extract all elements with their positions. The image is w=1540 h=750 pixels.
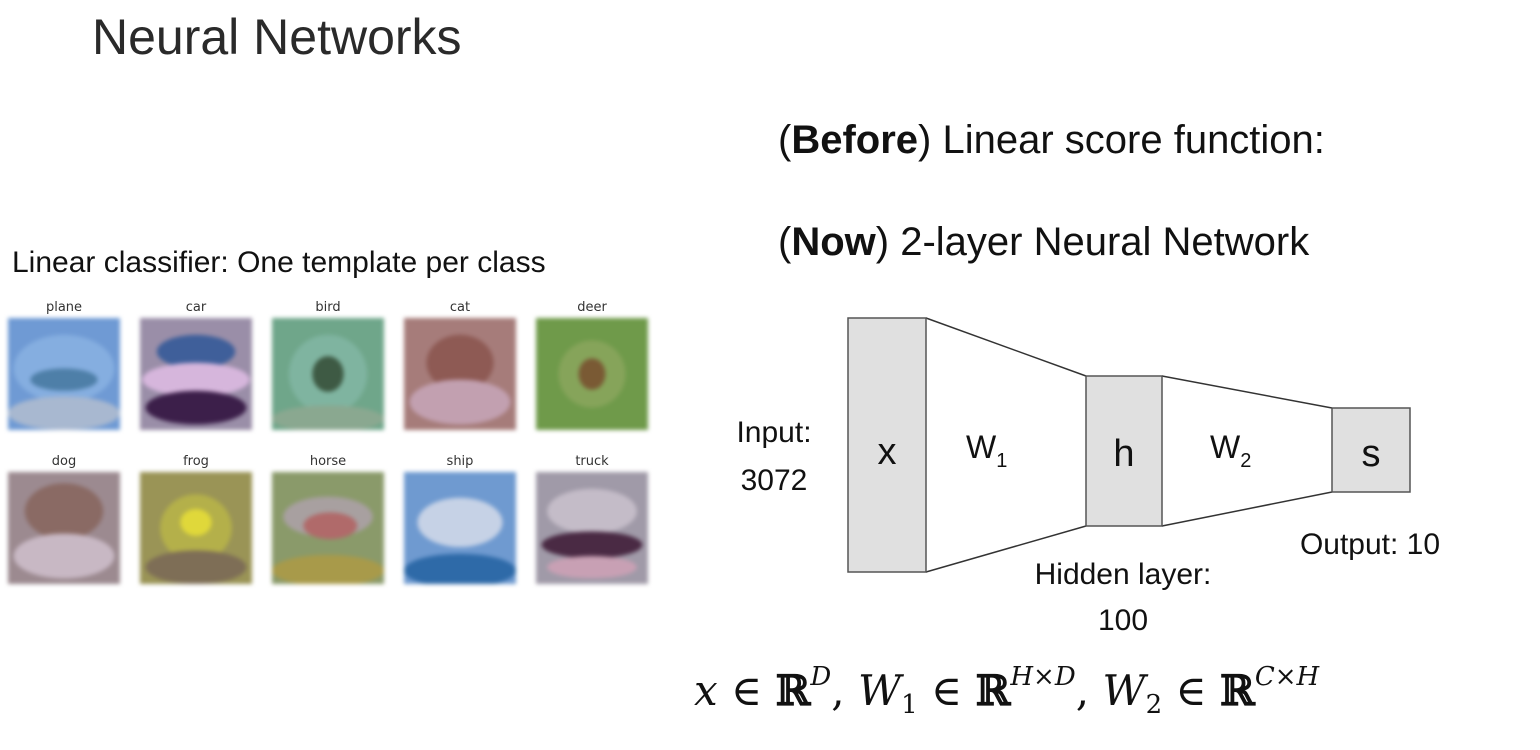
template-label: plane	[45, 300, 83, 315]
template-plane: plane	[8, 300, 120, 435]
input-label: Input:	[736, 416, 811, 449]
template-image	[8, 318, 120, 430]
formula-reals: ℝ	[775, 666, 811, 715]
two-layer-network-diagram: x h s W1 W2 Input: 3072 Hidden layer: 10…	[736, 317, 1440, 637]
output-label: Output: 10	[1300, 528, 1440, 561]
h-label: h	[1113, 433, 1134, 475]
formula-comma: ,	[831, 666, 858, 715]
template-ship: ship	[404, 454, 516, 589]
template-dog: dog	[8, 454, 120, 589]
w2-subscript: 2	[1240, 450, 1251, 472]
before-text: Linear score function:	[931, 118, 1325, 162]
template-frog: frog	[140, 454, 252, 589]
class-templates-grid: plane car bird cat	[8, 300, 656, 590]
formula-w1: W	[857, 666, 902, 715]
formula-in: ∈	[917, 666, 976, 715]
template-cat: cat	[404, 300, 516, 435]
dimension-formula: x ∈ ℝD, W1 ∈ ℝH×D, W2 ∈ ℝC×H	[694, 664, 1319, 718]
connector-line	[1161, 491, 1333, 527]
formula-reals: ℝ	[1219, 666, 1255, 715]
formula-comma: ,	[1075, 666, 1103, 715]
before-tag: Before	[791, 118, 919, 162]
x-label: x	[878, 431, 897, 473]
formula-in: ∈	[1162, 666, 1220, 715]
w1-subscript: 1	[996, 450, 1007, 472]
template-label: dog	[51, 454, 77, 469]
template-image	[140, 472, 252, 584]
template-label: horse	[309, 454, 347, 469]
formula-reals: ℝ	[975, 666, 1011, 715]
input-size: 3072	[741, 464, 808, 497]
w1-symbol: W	[966, 429, 997, 465]
template-label: deer	[577, 300, 607, 315]
connector-line	[1161, 375, 1333, 409]
template-image	[8, 472, 120, 584]
template-image	[272, 318, 384, 433]
template-label: bird	[315, 300, 341, 315]
template-deer: deer	[536, 300, 648, 435]
template-image	[404, 472, 516, 588]
connector-line	[925, 525, 1087, 573]
input-layer-box	[847, 317, 927, 573]
hidden-layer-size: 100	[1098, 604, 1148, 637]
formula-x: x	[694, 666, 718, 715]
template-image	[536, 318, 648, 430]
connector-line	[925, 317, 1087, 377]
template-truck: truck	[536, 454, 648, 589]
template-car: car	[140, 300, 252, 435]
formula-w2: W	[1102, 666, 1146, 715]
hidden-layer-box	[1085, 375, 1163, 527]
output-layer-box	[1331, 407, 1411, 493]
formula-dim-cxh: C×H	[1254, 662, 1320, 692]
w1-label: W1	[966, 429, 1007, 472]
now-tag: Now	[791, 220, 876, 264]
s-label: s	[1362, 433, 1381, 475]
template-bird: bird	[272, 300, 384, 435]
template-image	[536, 472, 648, 584]
w2-symbol: W	[1210, 429, 1241, 465]
template-label: frog	[183, 454, 209, 469]
formula-dim-hxd: H×D	[1010, 662, 1076, 692]
w2-label: W2	[1210, 429, 1251, 472]
formula-in: ∈	[717, 666, 776, 715]
template-image	[140, 318, 252, 430]
formula-sub2: 2	[1145, 690, 1163, 720]
formula-dim-d: D	[810, 662, 832, 692]
templates-caption: Linear classifier: One template per clas…	[12, 246, 546, 279]
template-image	[272, 472, 384, 587]
slide-title: Neural Networks	[92, 9, 462, 65]
before-line: (Before) Linear score function:	[778, 118, 1325, 162]
formula-sub1: 1	[901, 690, 918, 720]
template-label: truck	[575, 454, 609, 469]
now-line: (Now) 2-layer Neural Network	[778, 220, 1310, 264]
template-label: ship	[446, 454, 474, 469]
template-label: car	[185, 300, 207, 315]
now-text: 2-layer Neural Network	[889, 220, 1310, 264]
hidden-layer-label: Hidden layer:	[1035, 558, 1212, 591]
template-horse: horse	[272, 454, 384, 589]
template-image	[404, 318, 516, 430]
template-label: cat	[449, 300, 471, 315]
